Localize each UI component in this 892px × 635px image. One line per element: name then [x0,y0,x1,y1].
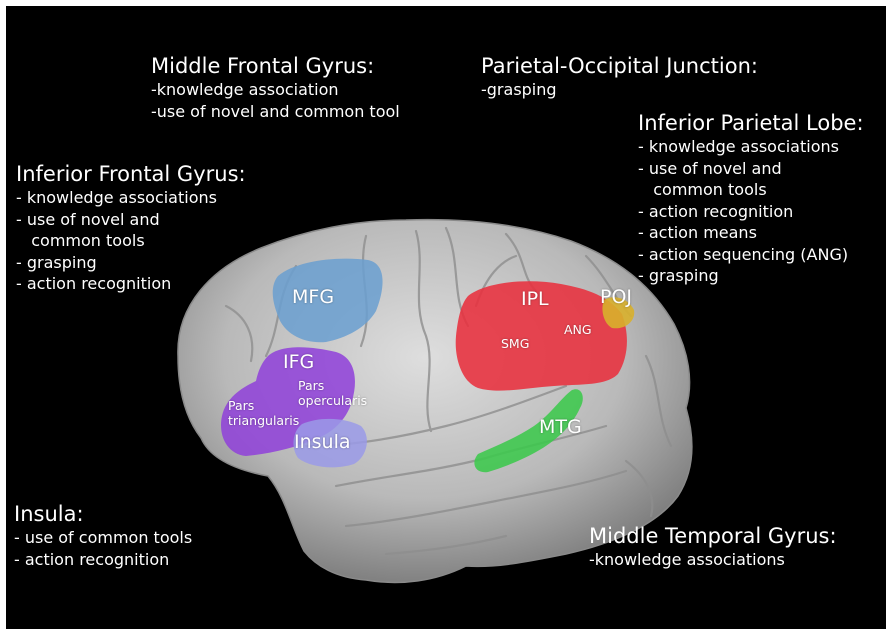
annotation-mtg: Middle Temporal Gyrus: -knowledge associ… [589,524,837,571]
annotation-mfg-item: -knowledge association [151,80,339,99]
annotation-insula: Insula: - use of common tools - action r… [14,502,192,570]
region-insula [293,418,367,468]
annotation-insula-heading: Insula: [14,502,84,526]
annotation-ipl-item: - action sequencing (ANG) [638,244,849,264]
annotation-ifg-item: common tools [16,231,145,250]
annotation-poj-item: -grasping [481,80,557,99]
label-ifg: IFG [283,351,315,373]
annotation-insula-item: - use of common tools [14,528,193,547]
annotation-mfg-item: -use of novel and common tool [151,101,400,121]
annotation-ipl-item: - grasping [638,266,719,285]
label-poj: POJ [600,286,633,308]
label-pars-triangularis-1: Pars [228,398,255,413]
brain-illustration [177,218,693,584]
label-ang: ANG [564,322,592,337]
annotation-ipl-item: - knowledge associations [638,137,839,156]
annotation-ifg-item: - use of novel and [16,209,160,229]
annotation-mtg-heading: Middle Temporal Gyrus: [589,524,837,548]
annotation-ifg-item: - knowledge associations [16,188,217,207]
label-smg: SMG [501,336,530,351]
region-ipl [455,281,627,391]
annotation-ipl-item: - action recognition [638,201,794,221]
label-mfg: MFG [292,286,335,308]
region-mfg [272,258,383,343]
label-mtg: MTG [539,416,582,438]
annotation-mfg: Middle Frontal Gyrus: -knowledge associa… [151,54,400,122]
annotation-ifg-item: - action recognition [16,274,172,293]
annotation-poj: Parietal-Occipital Junction: -grasping [481,54,758,101]
annotation-ipl-heading: Inferior Parietal Lobe: [638,111,864,135]
label-pars-opercularis-2: opercularis [298,393,368,408]
annotation-ifg-heading: Inferior Frontal Gyrus: [16,162,246,186]
annotation-insula-item: - action recognition [14,549,170,569]
label-insula: Insula [294,431,351,453]
figure-canvas: MFG IFG Pars opercularis Pars triangular… [6,6,886,629]
annotation-ifg: Inferior Frontal Gyrus: - knowledge asso… [16,162,246,295]
annotation-ipl-item: - use of novel and [638,158,782,178]
annotation-mtg-item: -knowledge associations [589,550,785,569]
region-mtg [474,389,583,473]
annotation-ipl-item: - action means [638,223,757,242]
annotation-ifg-item: - grasping [16,252,97,272]
annotation-mfg-heading: Middle Frontal Gyrus: [151,54,375,78]
annotation-ipl: Inferior Parietal Lobe: - knowledge asso… [638,111,864,287]
annotation-ipl-item: common tools [638,180,767,199]
label-pars-triangularis-2: triangularis [228,413,300,428]
region-poj [602,297,635,329]
label-pars-opercularis-1: Pars [298,378,325,393]
annotation-poj-heading: Parietal-Occipital Junction: [481,54,758,78]
label-ipl: IPL [521,288,549,310]
